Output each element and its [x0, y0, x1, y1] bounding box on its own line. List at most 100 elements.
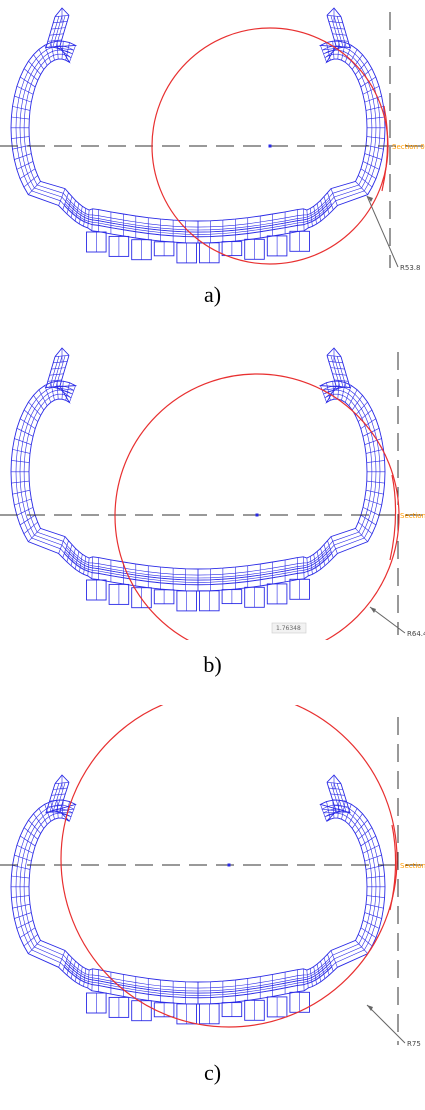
ply-line: [197, 355, 373, 576]
element-divider: [332, 41, 335, 60]
element-divider: [11, 116, 30, 120]
element-divider: [79, 206, 83, 225]
element-divider: [44, 804, 52, 822]
element-divider: [38, 808, 48, 825]
section-label: Section 0: [392, 143, 425, 151]
element-divider: [69, 385, 76, 403]
element-divider: [11, 460, 30, 463]
element-divider: [16, 161, 34, 170]
element-divider: [70, 548, 76, 566]
element-divider: [320, 548, 326, 566]
element-divider: [360, 927, 377, 938]
element-divider: [355, 819, 368, 834]
element-divider: [74, 203, 80, 222]
element-divider: [364, 498, 382, 506]
belt-line: [66, 547, 199, 579]
element-divider: [12, 106, 31, 111]
element-divider: [316, 203, 322, 222]
element-divider: [309, 208, 313, 227]
element-divider: [334, 39, 349, 42]
element-divider: [23, 175, 38, 188]
element-divider: [326, 801, 331, 820]
element-divider: [61, 800, 64, 819]
element-divider: [91, 556, 93, 579]
element-divider: [332, 373, 347, 376]
element-divider: [16, 428, 34, 437]
belt-line: [64, 964, 199, 996]
element-divider: [364, 153, 382, 160]
element-divider: [366, 895, 385, 898]
element-divider: [74, 964, 80, 982]
element-divider: [33, 54, 45, 70]
radius-label: R53.8: [400, 264, 420, 272]
element-divider: [66, 544, 73, 562]
element-divider: [12, 449, 31, 454]
element-divider: [51, 793, 66, 796]
element-divider: [70, 961, 76, 979]
element-divider: [69, 804, 76, 822]
tire-plies: [10, 8, 386, 243]
element-divider: [70, 200, 76, 218]
element-divider: [332, 799, 347, 802]
element-divider: [14, 438, 32, 445]
element-divider: [355, 940, 368, 954]
belt-line: [66, 199, 199, 231]
element-divider: [355, 60, 368, 75]
element-divider: [362, 428, 380, 437]
element-divider: [323, 544, 330, 562]
element-divider: [306, 557, 309, 576]
element-divider: [364, 854, 382, 862]
element-divider: [365, 106, 384, 111]
element-divider: [316, 551, 322, 570]
tire-plies: [10, 348, 386, 591]
element-divider: [38, 49, 48, 66]
panel-a: Section 0 R53.8: [0, 0, 425, 275]
element-divider: [19, 514, 36, 526]
element-divider: [327, 954, 334, 972]
element-divider: [362, 844, 380, 854]
center-marker: [268, 144, 272, 148]
element-divider: [355, 528, 368, 542]
element-divider: [16, 920, 34, 929]
element-divider: [366, 480, 385, 484]
element-divider: [53, 21, 68, 24]
element-divider: [79, 966, 83, 985]
element-divider: [326, 382, 331, 401]
element-divider: [53, 361, 68, 364]
element-divider: [11, 895, 30, 898]
element-divider: [20, 835, 36, 847]
element-divider: [50, 801, 55, 820]
outer-profile-right: [197, 16, 386, 244]
element-divider: [56, 381, 59, 400]
element-divider: [23, 409, 38, 422]
radius-leader-line: [366, 1004, 406, 1044]
element-divider: [341, 801, 346, 820]
element-divider: [61, 41, 64, 60]
element-divider: [358, 175, 373, 188]
element-divider: [303, 208, 305, 231]
element-divider: [28, 401, 41, 416]
element-divider: [56, 800, 59, 819]
tangent-arc: [381, 105, 389, 192]
element-divider: [309, 556, 313, 575]
element-divider: [360, 835, 376, 847]
tread-blocks: [86, 230, 310, 264]
element-divider: [65, 42, 70, 61]
element-divider: [62, 954, 69, 972]
ply-line: [15, 356, 199, 586]
element-divider: [28, 819, 41, 834]
radius-label: R75: [407, 1040, 421, 1048]
element-divider: [16, 85, 34, 95]
element-divider: [358, 409, 373, 422]
element-divider: [334, 805, 349, 808]
element-divider: [87, 970, 90, 989]
element-divider: [16, 507, 34, 516]
element-divider: [44, 385, 52, 403]
element-divider: [14, 95, 32, 103]
element-divider: [334, 379, 349, 382]
belt-line: [65, 962, 199, 994]
element-divider: [47, 39, 62, 42]
tangent-arc: [389, 824, 397, 911]
